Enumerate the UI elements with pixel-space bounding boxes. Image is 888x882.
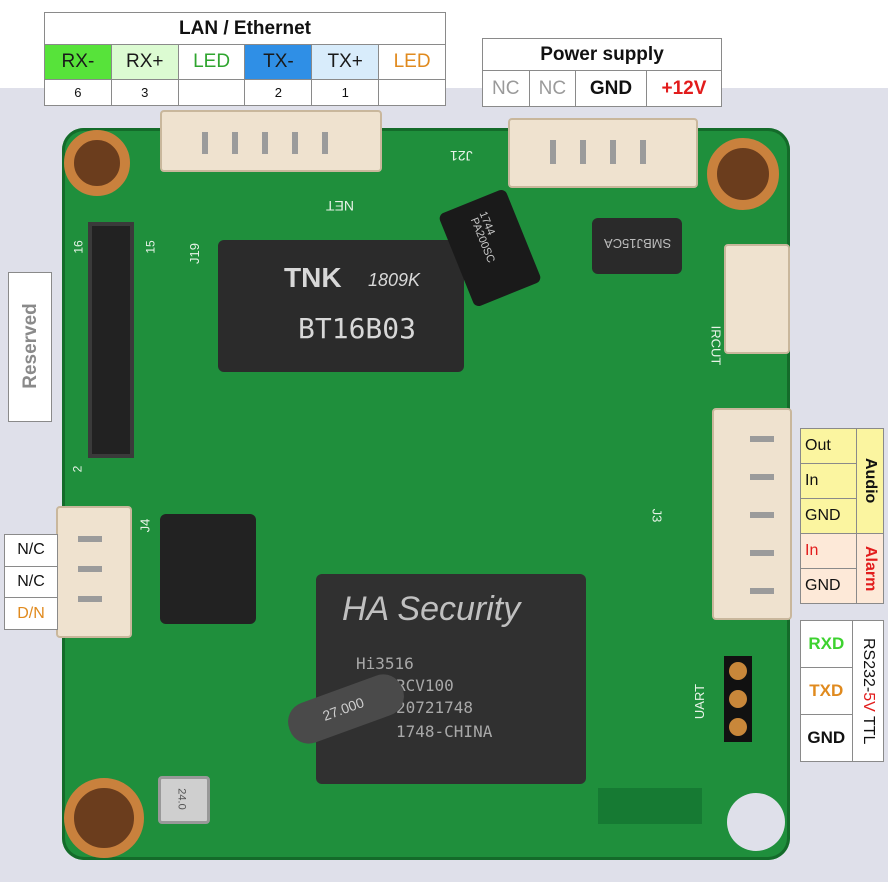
power-title: Power supply	[482, 38, 722, 71]
lan-pin-number: 6	[44, 78, 112, 107]
mounting-hole-top-right	[707, 138, 779, 210]
audio-pin: In	[800, 463, 857, 499]
lan-pin-number: 3	[110, 78, 179, 107]
power-connector	[508, 118, 698, 188]
pcb-board: NET J21 TNK 1809K BT16B03 J19 PA200SC 17…	[56, 110, 792, 860]
j3-connector	[712, 408, 792, 620]
uart-pin: TXD	[800, 667, 853, 715]
left-connector-pin: N/C	[4, 534, 58, 567]
reserved-label: Reserved	[20, 303, 41, 389]
watermark-text: HA Security	[342, 590, 521, 628]
power-pin-name: NC	[528, 70, 577, 107]
power-pin-name: +12V	[645, 70, 723, 107]
lan-pin-number	[177, 78, 246, 107]
audio-pin: GND	[800, 498, 857, 534]
reserved-box: Reserved	[8, 272, 52, 422]
smbj-diode: SMBJ15CA	[592, 218, 682, 274]
j19-label: J19	[186, 243, 202, 264]
uart-pin: RXD	[800, 620, 853, 668]
uart-pin: GND	[800, 714, 853, 762]
uart-header	[724, 656, 752, 742]
lan-pin-name: TX+	[311, 44, 380, 80]
lan-pin-name: LED	[378, 44, 446, 80]
j4-label: J4	[137, 518, 153, 533]
lan-title: LAN / Ethernet	[44, 11, 446, 46]
resistor-array	[598, 788, 702, 824]
alarm-label: Alarm	[856, 533, 884, 604]
rs232-label: RS232-5V TTL	[851, 620, 885, 762]
j4-connector	[56, 506, 132, 638]
lan-pin-name: LED	[177, 44, 246, 80]
left-connector-pin: D/N	[4, 597, 58, 630]
alarm-pin: In	[800, 533, 857, 569]
j3-label: J3	[649, 508, 665, 523]
ircut-connector	[724, 244, 790, 354]
lan-pin-name: RX+	[110, 44, 179, 80]
chip-code-text: 1809K	[368, 270, 421, 290]
flash-chip	[160, 514, 256, 624]
lan-pin-number: 2	[244, 78, 313, 107]
power-pin-name: NC	[482, 70, 530, 107]
rs232-prefix: RS232-	[859, 637, 877, 693]
mounting-hole-bottom-left	[64, 778, 144, 858]
audio-label: Audio	[856, 428, 884, 534]
net-connector	[160, 110, 382, 172]
rs232-voltage: 5V	[859, 692, 877, 712]
net-label: NET	[326, 198, 354, 214]
chip-brand-text: TNK	[284, 262, 342, 293]
left-connector-pin: N/C	[4, 565, 58, 599]
uart-label: UART	[692, 683, 708, 720]
ethernet-transformer-chip: TNK 1809K BT16B03	[218, 240, 464, 372]
power-pin-name: GND	[575, 70, 647, 107]
j21-label: J21	[450, 148, 473, 164]
ribbon-connector	[88, 222, 134, 458]
lan-pin-name: RX-	[44, 44, 112, 80]
rs232-suffix: TTL	[859, 711, 877, 745]
oscillator: 24.0	[158, 776, 210, 824]
alarm-pin: GND	[800, 568, 857, 604]
audio-pin: Out	[800, 428, 857, 464]
chip-model-text: BT16B03	[298, 312, 417, 345]
lan-pin-number: 1	[311, 78, 380, 107]
soc-chip: HA Security Hi3516 RCV100 20721748 1748-…	[316, 574, 586, 784]
mounting-hole-bottom-right	[727, 793, 785, 851]
lan-pin-number	[378, 78, 446, 107]
lan-pin-name: TX-	[244, 44, 313, 80]
mounting-hole-top-left	[64, 130, 130, 196]
ircut-label: IRCUT	[708, 325, 724, 366]
